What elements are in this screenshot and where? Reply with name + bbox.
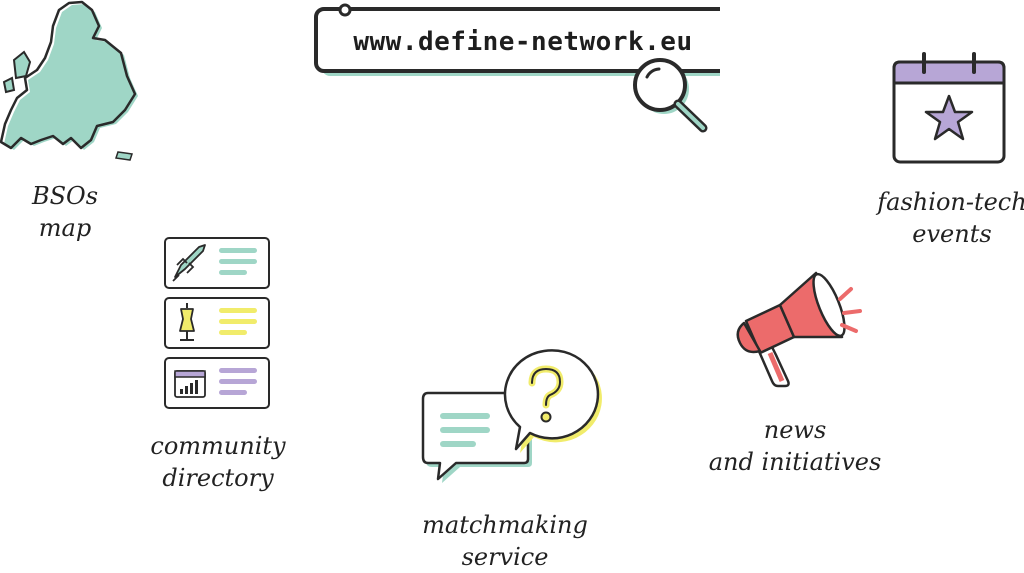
- megaphone-icon: [736, 271, 862, 388]
- fashion-tech-events-line2: events: [912, 220, 992, 248]
- news-initiatives-caption: news and initiatives: [690, 414, 900, 478]
- matchmaking-service-line1: matchmaking: [422, 511, 588, 539]
- news-initiatives-line1: news: [763, 416, 827, 444]
- directory-card-rocket: [164, 237, 270, 289]
- fashion-tech-events-line1: fashion-tech: [877, 188, 1024, 216]
- matchmaking-service-caption: matchmaking service: [410, 509, 600, 573]
- news-initiatives-line2: and initiatives: [708, 448, 882, 476]
- directory-card-mannequin: [164, 297, 270, 349]
- calendar-star-icon: [892, 52, 1006, 164]
- europe-map-icon: [0, 0, 138, 161]
- search-bar-frame: [314, 3, 720, 76]
- search-magnifier-icon: [633, 58, 708, 133]
- community-directory-line1: community: [150, 432, 286, 460]
- community-directory-line2: directory: [162, 464, 274, 492]
- bsos-map-line2: map: [38, 214, 92, 242]
- bsos-map-line1: BSOs: [31, 182, 99, 210]
- directory-cards-icon: [164, 237, 270, 409]
- directory-card-chart: [164, 357, 270, 409]
- matchmaking-service-line2: service: [461, 543, 549, 571]
- bsos-map-caption: BSOs map: [10, 180, 120, 244]
- community-directory-caption: community directory: [138, 430, 298, 494]
- url-text: www.define-network.eu: [353, 27, 693, 57]
- fashion-tech-events-caption: fashion-tech events: [862, 186, 1024, 250]
- chat-bubbles-icon: [421, 349, 602, 483]
